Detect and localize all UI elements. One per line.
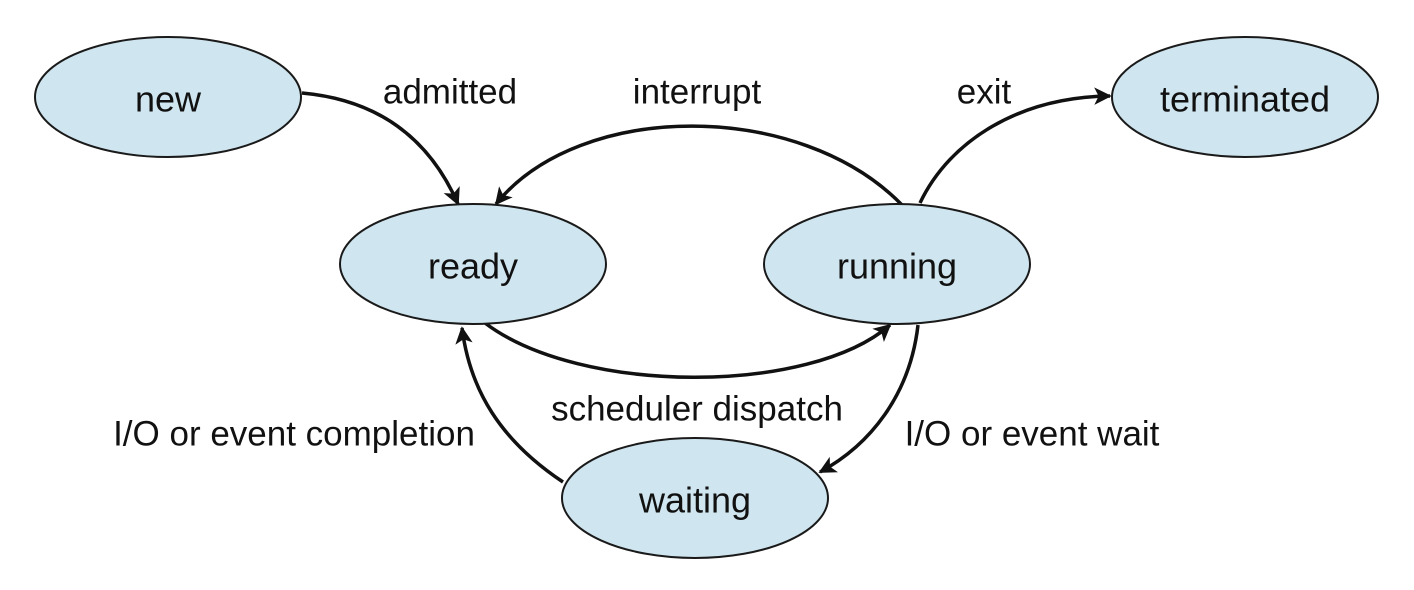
edge-ready-to-running-dispatch	[483, 321, 892, 379]
edge-running-to-ready-interrupt	[494, 124, 904, 207]
edge-new-to-ready	[301, 91, 460, 206]
state-new-label: new	[135, 79, 202, 120]
state-terminated-label: terminated	[1160, 79, 1330, 120]
state-terminated: terminated	[1111, 36, 1379, 158]
label-scheduler-dispatch: scheduler dispatch	[551, 390, 843, 429]
label-io-event-wait: I/O or event wait	[905, 415, 1160, 454]
state-running-label: running	[837, 246, 957, 287]
state-ready-label: ready	[428, 246, 518, 287]
state-ready: ready	[339, 203, 607, 325]
label-exit: exit	[957, 73, 1012, 112]
state-waiting: waiting	[561, 437, 829, 559]
state-running: running	[763, 203, 1031, 325]
label-admitted: admitted	[383, 73, 517, 112]
state-new: new	[34, 36, 302, 158]
state-waiting-label: waiting	[638, 480, 751, 521]
edge-running-to-waiting	[818, 324, 920, 474]
label-io-event-completion: I/O or event completion	[113, 415, 475, 454]
edge-waiting-to-ready	[455, 326, 564, 484]
label-interrupt: interrupt	[633, 73, 762, 112]
edge-running-to-terminated	[918, 87, 1112, 204]
